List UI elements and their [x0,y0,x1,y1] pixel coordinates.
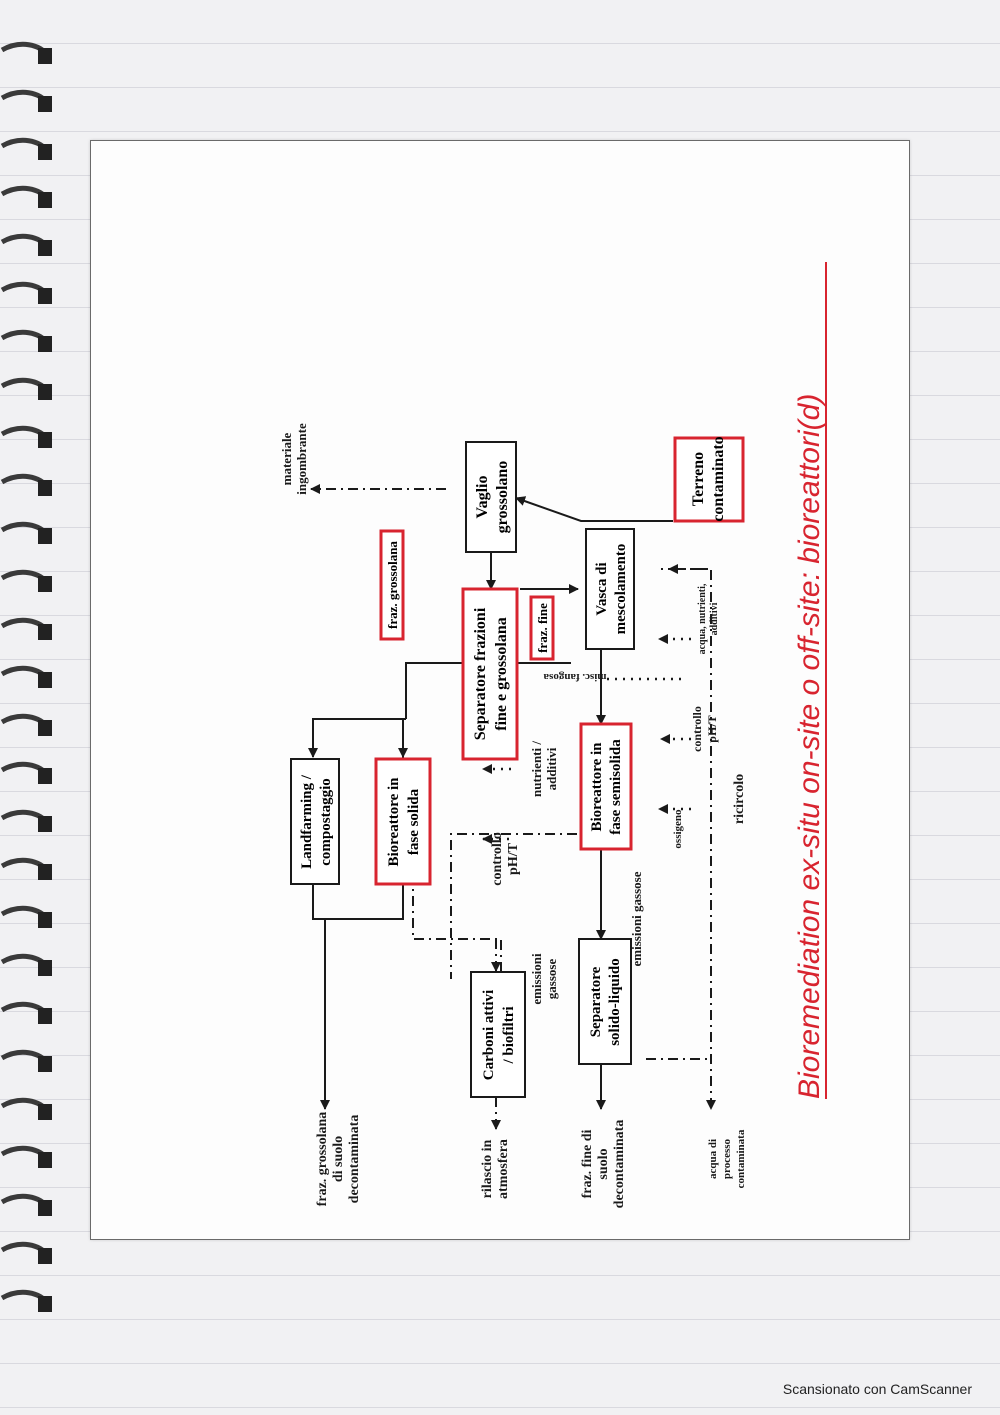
label-acqua-processo: acqua di [707,1139,719,1179]
printed-sheet: Bioremediation ex-situ on-site o off-sit… [90,140,910,1240]
label-acqua-processo: processo [721,1138,733,1179]
box-label: Carboni attivi [481,990,497,1080]
label-fraz-grossolana-suolo: di suolo [331,1136,346,1182]
box-fraz-grossolana: fraz. grossolana [379,529,405,641]
binding-hole [38,240,52,256]
box-label: Bioreattore in [386,777,402,867]
label-fraz-fine-suolo: decontaminata [612,1120,627,1209]
box-label: Vasca di [594,562,610,615]
label-fraz-fine-suolo: fraz. fine di [580,1129,595,1198]
label-rilascio: rilascio in [480,1139,495,1198]
box-label: contaminato [710,436,727,521]
label-emissioni-gassose-1: emissioni gassose [629,871,644,966]
box-label: Separatore frazioni [472,607,489,740]
binding-hole [38,768,52,784]
box-label: fraz. grossolana [385,541,400,629]
scanner-watermark: Scansionato con CamScanner [782,1381,972,1397]
box-terreno-contaminato: Terreno contaminato [673,436,745,523]
binding-hole [38,144,52,160]
binding-hole [38,1152,52,1168]
box-label: compostaggio [318,778,334,866]
box-label: fine e grossolana [493,617,510,730]
label-emissioni-gassose-2: gassose [544,959,559,1000]
label-emissioni-gassose-2: emissioni [529,953,544,1005]
binding-hole [38,288,52,304]
binding-hole [38,912,52,928]
label-materiale: materiale [279,432,294,485]
label-fraz-grossolana-suolo: decontaminata [347,1115,362,1204]
box-vasca-mescolamento: Vasca di mescolamento [585,528,635,650]
box-label: mescolamento [613,544,629,635]
flow-diagram: Bioremediation ex-situ on-site o off-sit… [279,262,827,1209]
box-label: Bioreattore in [589,742,605,832]
label-materiale: ingombrante [294,423,309,495]
binding-hole [38,1200,52,1216]
box-label: fase semisolida [608,739,624,835]
label-acqua-nutrienti: additivi [709,602,720,635]
arrow-split-landfarming [308,718,406,758]
arrow-terreno-vaglio [515,496,673,522]
box-label: Terreno [690,452,707,506]
line-solida-join [325,884,404,920]
slide-title: Bioremediation ex-situ on-site o off-sit… [793,394,826,1099]
binding-hole [38,1008,52,1024]
binding-hole [38,864,52,880]
binding-hole [38,1056,52,1072]
box-fraz-fine: fraz. fine [529,595,555,661]
label-controllo-1: pH/T [705,715,719,742]
label-nutrienti: nutrienti / [529,741,544,797]
binding-hole [38,672,52,688]
binding-hole [38,336,52,352]
binding-hole [38,528,52,544]
label-acqua-processo: contaminata [735,1129,747,1188]
binding-hole [38,624,52,640]
dash-emissioni-solida [412,874,502,979]
binding-hole [38,1104,52,1120]
box-label: fraz. fine [535,603,550,653]
label-controllo-2: pH/T [506,842,521,875]
box-label: Vaglio [474,476,491,519]
box-label: Landfarming / [299,774,315,869]
box-label: solido-liquido [607,958,623,1046]
spiral-binding [0,41,52,1312]
binding-hole [38,384,52,400]
label-ossigeno: ossigeno [672,809,684,849]
binding-hole [38,720,52,736]
binding-hole [38,816,52,832]
rotated-slide: Bioremediation ex-situ on-site o off-sit… [91,141,909,1239]
box-separatore-solido-liquido: Separatore solido-liquido [578,938,632,1065]
binding-hole [38,576,52,592]
binding-hole [38,192,52,208]
label-controllo-2: controllo [490,832,505,885]
box-bioreattore-solida: Bioreattore in fase solida [374,757,432,886]
box-bioreattore-semisolida: Bioreattore in fase semisolida [579,722,633,851]
box-carboni-attivi: Carboni attivi / biofiltri [470,971,526,1098]
label-nutrienti: additivi [544,747,559,790]
line-landfarming-join [312,884,325,920]
label-fraz-grossolana-suolo: fraz. grossolana [315,1112,330,1207]
label-fraz-fine-suolo: suolo [596,1148,611,1179]
label-ricircolo: ricircolo [732,774,747,824]
label-controllo-1: controllo [690,706,704,752]
binding-hole [38,96,52,112]
box-label: grossolano [494,461,511,534]
arrow-split-solida [398,718,408,758]
label-misc-fangosa: misc. fangosa [543,671,606,683]
label-acqua-nutrienti: acqua, nutrienti, [697,583,708,654]
arrow-to-bioreattore-solida [312,718,406,727]
box-label: fase solida [406,788,422,855]
binding-hole [38,1296,52,1312]
box-separatore-frazioni: Separatore frazioni fine e grossolana [461,587,519,761]
box-label: / biofiltri [501,1006,517,1064]
label-rilascio: atmosfera [496,1139,511,1199]
box-label: Separatore [588,966,604,1037]
binding-hole [38,960,52,976]
box-vaglio-grossolano: Vaglio grossolano [465,441,517,553]
box-landfarming: Landfarming / compostaggio [290,758,340,885]
binding-hole [38,48,52,64]
binding-hole [38,1248,52,1264]
binding-hole [38,432,52,448]
binding-hole [38,480,52,496]
